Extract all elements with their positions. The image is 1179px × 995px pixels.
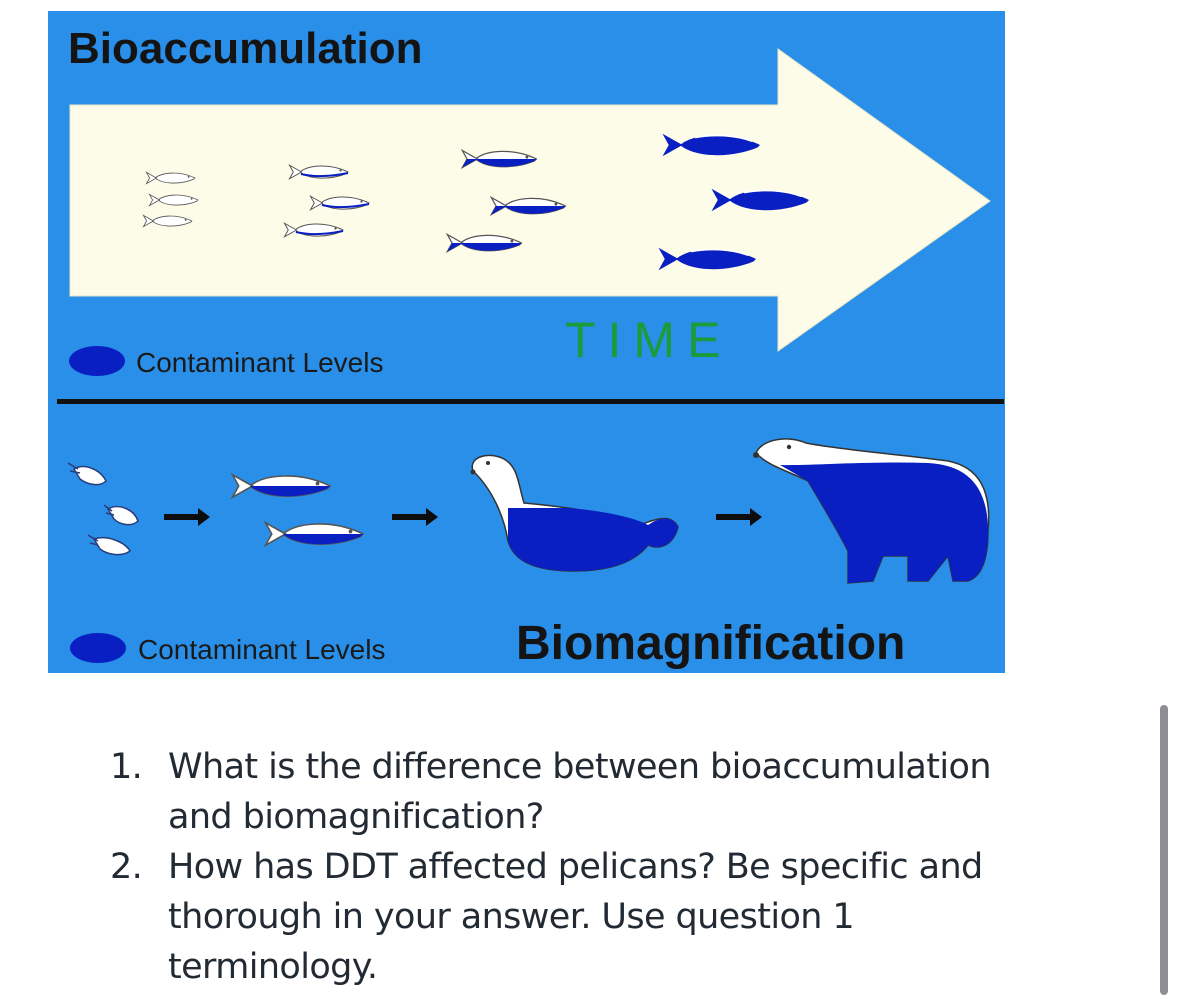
- scrollbar[interactable]: [1160, 705, 1168, 995]
- legend-label-top: Contaminant Levels: [136, 347, 383, 378]
- question-line: How has DDT affected pelicans? Be specif…: [168, 847, 983, 887]
- legend-swatch-top: [69, 346, 125, 376]
- fish-group-4: [658, 133, 809, 271]
- bioaccumulation-biomagnification-figure: Bioaccumulation: [48, 11, 1005, 673]
- time-label: TIME: [565, 312, 732, 368]
- question-number: 2.: [110, 847, 143, 887]
- legend-swatch-bottom: [70, 633, 126, 663]
- fish-group-3: [446, 149, 567, 253]
- arrow-3: [716, 508, 762, 526]
- legend-label-bottom: Contaminant Levels: [138, 634, 385, 665]
- fish-group-2: [284, 164, 370, 238]
- question-number: 1.: [110, 747, 143, 787]
- question-line: What is the difference between bioaccumu…: [168, 747, 992, 787]
- seal: [470, 454, 679, 572]
- arrow-1: [164, 508, 210, 526]
- panel-divider: [57, 399, 1004, 404]
- question-line: and biomagnification?: [168, 797, 544, 837]
- medium-fish-group: [231, 473, 364, 547]
- question-item: 2. How has DDT affected pelicans? Be spe…: [110, 842, 1110, 992]
- shrimp-group: [67, 462, 139, 556]
- question-line: terminology.: [168, 947, 378, 987]
- question-list: 1. What is the difference between bioacc…: [110, 742, 1110, 992]
- question-line: thorough in your answer. Use question 1: [168, 897, 855, 937]
- bioaccumulation-title: Bioaccumulation: [68, 24, 423, 73]
- biomagnification-title: Biomagnification: [516, 617, 905, 670]
- arrow-2: [392, 508, 438, 526]
- question-item: 1. What is the difference between bioacc…: [110, 742, 1110, 842]
- polar-bear: [753, 438, 990, 584]
